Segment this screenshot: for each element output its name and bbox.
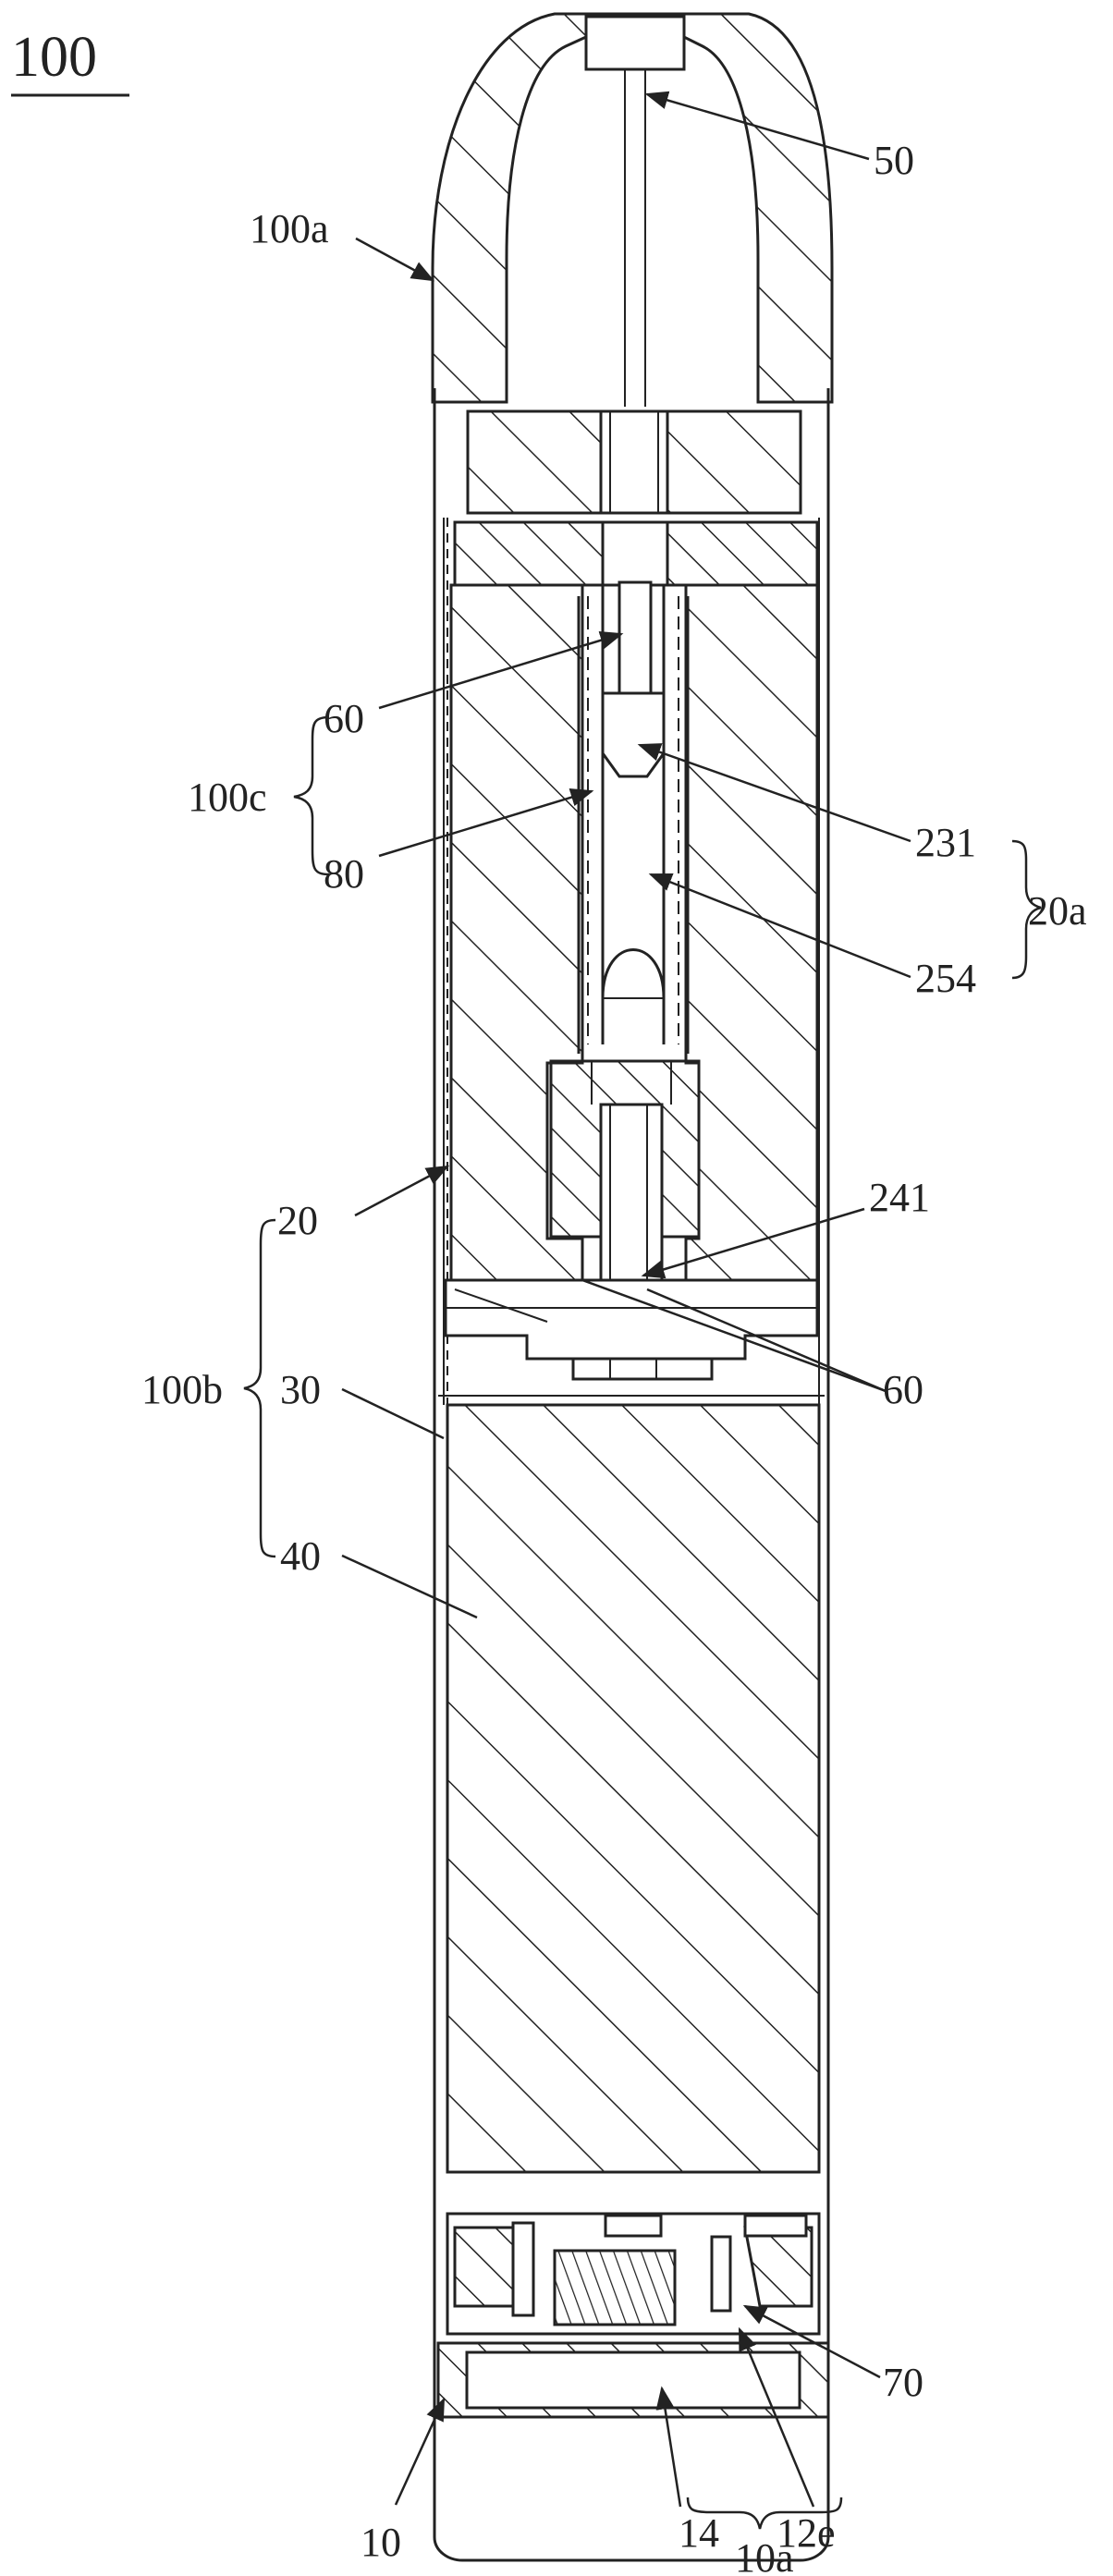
label-100b: 100b xyxy=(141,1367,223,1412)
air-tube xyxy=(603,582,664,998)
label-241: 241 xyxy=(869,1175,930,1220)
label-14: 14 xyxy=(679,2510,719,2556)
label-20: 20 xyxy=(277,1198,318,1243)
label-100c: 100c xyxy=(188,775,267,820)
label-60-lower: 60 xyxy=(883,1367,923,1412)
label-50: 50 xyxy=(874,138,914,183)
label-60-upper: 60 xyxy=(324,696,364,741)
battery xyxy=(438,1396,825,2172)
label-10a: 10a xyxy=(735,2535,794,2576)
cartridge-base xyxy=(446,1280,817,1379)
label-20a: 20a xyxy=(1028,888,1087,934)
label-254: 254 xyxy=(915,956,976,1001)
label-70: 70 xyxy=(883,2360,923,2405)
label-100a: 100a xyxy=(250,206,329,251)
label-30: 30 xyxy=(280,1367,321,1412)
bottom-module xyxy=(438,2214,828,2417)
label-231: 231 xyxy=(915,820,976,865)
label-40: 40 xyxy=(280,1533,321,1579)
label-10: 10 xyxy=(361,2520,401,2565)
figure-label: 100 xyxy=(11,26,97,89)
top-seal-block xyxy=(468,411,801,513)
label-80: 80 xyxy=(324,851,364,897)
mouthpiece-cap xyxy=(433,14,832,407)
